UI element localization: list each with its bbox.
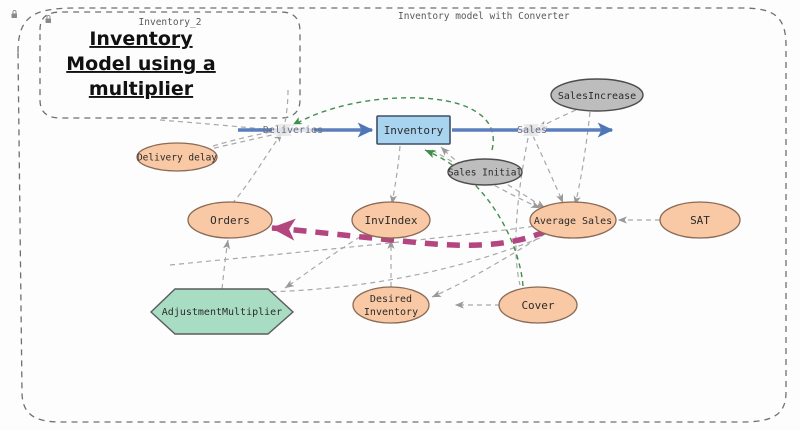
node-label-inv-index: InvIndex	[365, 214, 418, 227]
flow-deliveries[interactable]: Deliveries	[238, 122, 374, 138]
node-desired-inventory[interactable]: Desired Inventory	[352, 286, 430, 324]
lock-icon-inner	[45, 15, 51, 23]
node-average-sales[interactable]: Average Sales	[529, 201, 617, 239]
model-title-line-3: multiplier	[89, 78, 194, 100]
node-sales-increase[interactable]: SalesIncrease	[550, 78, 644, 112]
node-delivery-delay[interactable]: Delivery delay	[136, 142, 218, 172]
node-label-sales-initial: Sales Initial	[448, 168, 522, 179]
node-label-average-sales: Average Sales	[534, 216, 612, 227]
inner-title-boundary[interactable]	[39, 11, 301, 119]
node-label-sat: SAT	[690, 214, 710, 227]
node-label-orders: Orders	[210, 214, 250, 227]
node-inventory[interactable]: Inventory	[376, 115, 451, 145]
node-orders[interactable]: Orders	[187, 201, 273, 239]
causal-links-green	[291, 97, 524, 287]
node-label-cover: Cover	[521, 299, 554, 312]
flow-sales[interactable]: Sales	[452, 122, 614, 138]
node-label-desired-inventory-line1: Desired	[370, 294, 412, 305]
model-title-line-2: Model using a	[66, 53, 216, 75]
node-label-inventory: Inventory	[384, 124, 444, 137]
flow-label-sales: Sales	[517, 125, 547, 136]
outer-container-label: Inventory model with Converter	[398, 11, 570, 22]
lock-icon-outer	[11, 10, 17, 18]
node-cover[interactable]: Cover	[498, 286, 578, 324]
node-label-adjustment-multiplier: AdjustmentMultiplier	[162, 307, 282, 318]
node-inv-index[interactable]: InvIndex	[351, 201, 431, 239]
flow-label-deliveries: Deliveries	[263, 125, 323, 136]
link-average-sales-to-orders	[270, 218, 548, 249]
model-title-line-1: Inventory	[89, 28, 193, 50]
node-sales-initial[interactable]: Sales Initial	[447, 158, 523, 186]
node-sat[interactable]: SAT	[659, 201, 741, 239]
node-label-sales-increase: SalesIncrease	[558, 91, 636, 102]
node-adjustment-multiplier[interactable]: AdjustmentMultiplier	[149, 288, 295, 335]
node-label-delivery-delay: Delivery delay	[137, 153, 217, 164]
outer-model-boundary[interactable]	[17, 7, 787, 423]
inner-container-label: Inventory_2	[139, 17, 202, 28]
node-label-desired-inventory-line2: Inventory	[364, 307, 418, 318]
